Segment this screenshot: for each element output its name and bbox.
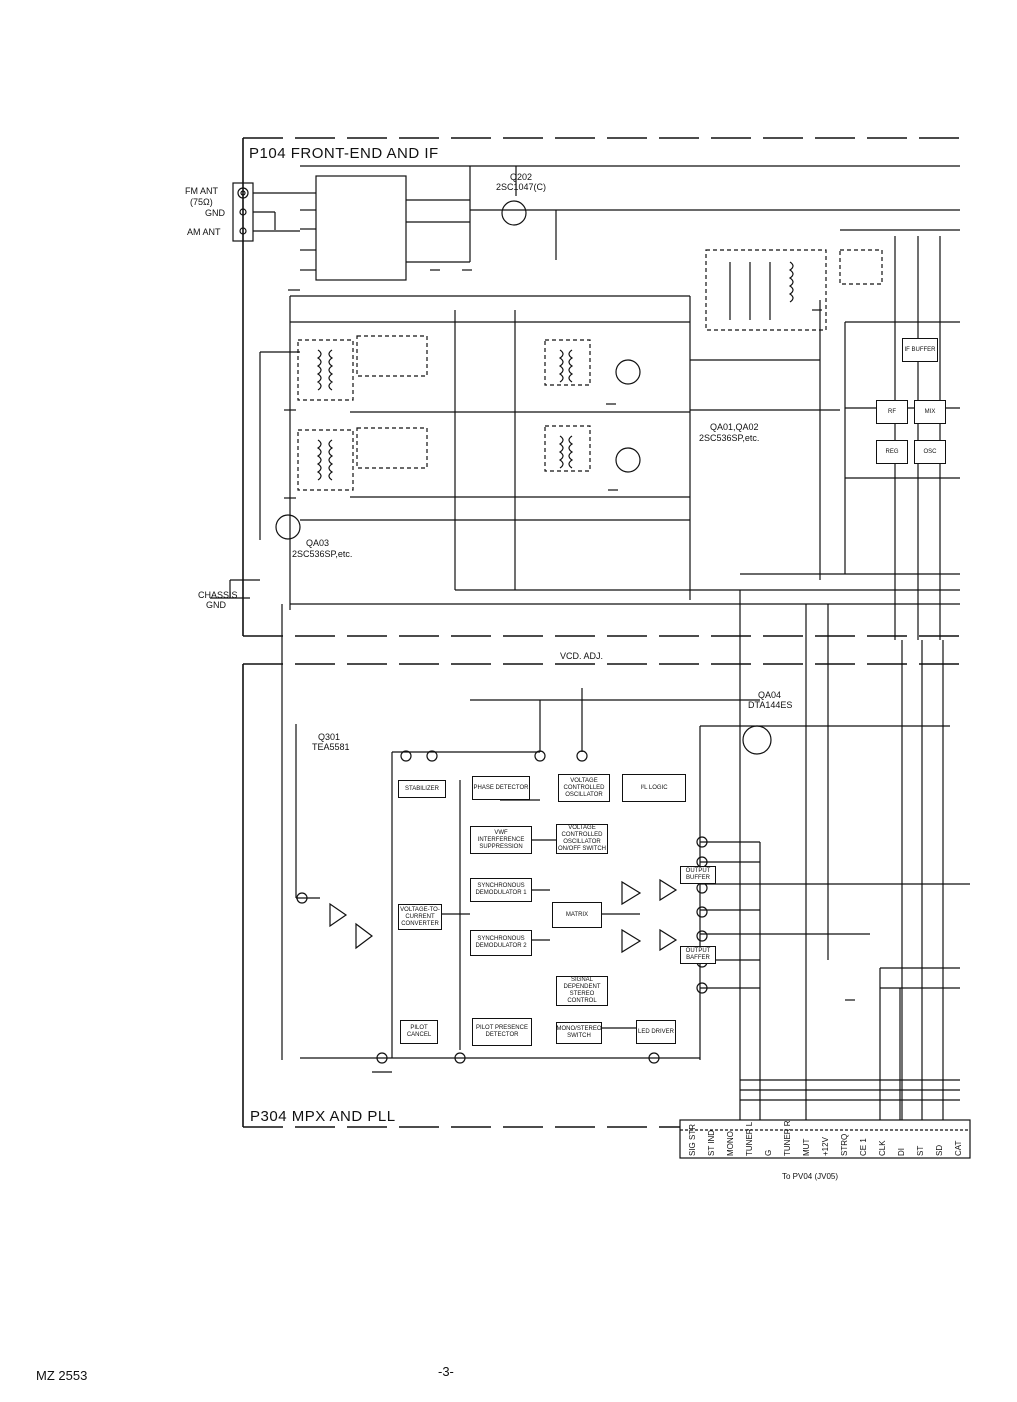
- fm-ant-label: FM ANT: [185, 186, 218, 196]
- transistors: [275, 200, 772, 755]
- sync-demod-2-block: SYNCHRONOUS DEMODULATOR 2: [470, 930, 532, 956]
- ground-symbols: [284, 269, 855, 1073]
- connector-pin-label: CE 1: [859, 1138, 868, 1156]
- connector-pin-label: SIG STR: [688, 1123, 697, 1156]
- vco-switch-block: VOLTAGE CONTROLLED OSCILLATOR ON/OFF SWI…: [556, 824, 608, 854]
- page-number: -3-: [438, 1364, 454, 1379]
- matrix-block: MATRIX: [552, 902, 602, 928]
- connector-pin-label: G: [764, 1149, 773, 1156]
- vco-block: VOLTAGE CONTROLLED OSCILLATOR: [558, 774, 610, 802]
- osc-block: OSC: [914, 440, 946, 464]
- reg-block: REG: [876, 440, 908, 464]
- front-end-title: P104 FRONT-END AND IF: [249, 145, 439, 162]
- vcd-adj-label: VCD. ADJ.: [560, 651, 604, 661]
- connector-pin-label: ST: [916, 1145, 925, 1156]
- connector-pin-label: TUNER R: [783, 1120, 792, 1156]
- antenna-terminal: [232, 182, 300, 242]
- output-buffer-r-block: OUTPUT BAFFER: [680, 946, 716, 964]
- ut-bus-lines: [281, 590, 944, 1120]
- rf-block: RF: [876, 400, 908, 424]
- connector-pin-label: STRQ: [840, 1133, 849, 1156]
- pilot-detector-block: PILOT PRESENCE DETECTOR: [472, 1018, 532, 1046]
- if-filter-section: [705, 229, 960, 640]
- q301-part: TEA5581: [312, 742, 350, 752]
- pilot-cancel-block: PILOT CANCEL: [400, 1020, 438, 1044]
- connector-pin-label: CAT: [954, 1140, 963, 1156]
- connector-pin-label: SD: [935, 1144, 944, 1156]
- to-pv04-label: To PV04 (JV05): [782, 1172, 839, 1181]
- output-connector: [679, 1119, 971, 1159]
- connector-pin-label: MONO: [726, 1131, 735, 1156]
- qa01-qa02-label: QA01,QA02: [710, 422, 759, 432]
- am-ant-label: AM ANT: [187, 227, 221, 237]
- mpx-wiring: [295, 688, 970, 1120]
- mpx-title: P304 MPX AND PLL: [250, 1108, 396, 1125]
- connector-pin-label: ST IND: [707, 1129, 716, 1156]
- connector-pin-label: DI: [897, 1148, 906, 1156]
- chassis-label: CHASSIS: [198, 590, 238, 600]
- led-driver-block: LED DRIVER: [636, 1020, 676, 1044]
- a101-module: [300, 175, 470, 281]
- model-number: MZ 2553: [36, 1368, 88, 1383]
- gnd-label: GND: [205, 208, 225, 218]
- connector-pin-label: MUT: [802, 1138, 811, 1156]
- phase-detector-block: PHASE DETECTOR: [472, 776, 530, 800]
- am-tuner-coils: [297, 335, 591, 491]
- v-to-i-converter-block: VOLTAGE-TO-CURRENT CONVERTER: [398, 904, 442, 930]
- qa04-label: QA04: [758, 690, 782, 700]
- q301-label: Q301: [318, 732, 341, 742]
- connector-pin-label: CLK: [878, 1140, 887, 1156]
- qa04-part: DTA144ES: [748, 700, 793, 710]
- fm-ant-impedance: (75Ω): [190, 197, 213, 207]
- q202-label: Q202: [510, 172, 533, 182]
- mono-stereo-switch-block: MONO/STEREO SWITCH: [556, 1022, 602, 1044]
- stabilizer-block: STABILIZER: [398, 780, 446, 798]
- vwf-suppression-block: VWF INTERFERENCE SUPPRESSION: [470, 826, 532, 854]
- front-end-border: [242, 137, 970, 1128]
- output-buffer-l-block: OUTPUT BUFFER: [680, 866, 716, 884]
- i2l-logic-block: I²L LOGIC: [622, 774, 686, 802]
- stereo-control-block: SIGNAL DEPENDENT STEREO CONTROL: [556, 976, 608, 1006]
- qa03-part: 2SC536SP,etc.: [292, 549, 353, 559]
- qa01-qa02-part: 2SC536SP,etc.: [699, 433, 760, 443]
- connector-pin-label: TUNER L: [745, 1121, 754, 1156]
- chassis-gnd-label: GND: [206, 600, 226, 610]
- if-buffer-block: IF BUFFER: [902, 338, 938, 362]
- q202-part: 2SC1047(C): [496, 182, 547, 192]
- sync-demod-1-block: SYNCHRONOUS DEMODULATOR 1: [470, 878, 532, 902]
- connector-pin-label: +12V: [821, 1137, 830, 1156]
- front-end-wiring: [210, 165, 960, 610]
- qa03-label: QA03: [306, 538, 330, 548]
- mix-block: MIX: [914, 400, 946, 424]
